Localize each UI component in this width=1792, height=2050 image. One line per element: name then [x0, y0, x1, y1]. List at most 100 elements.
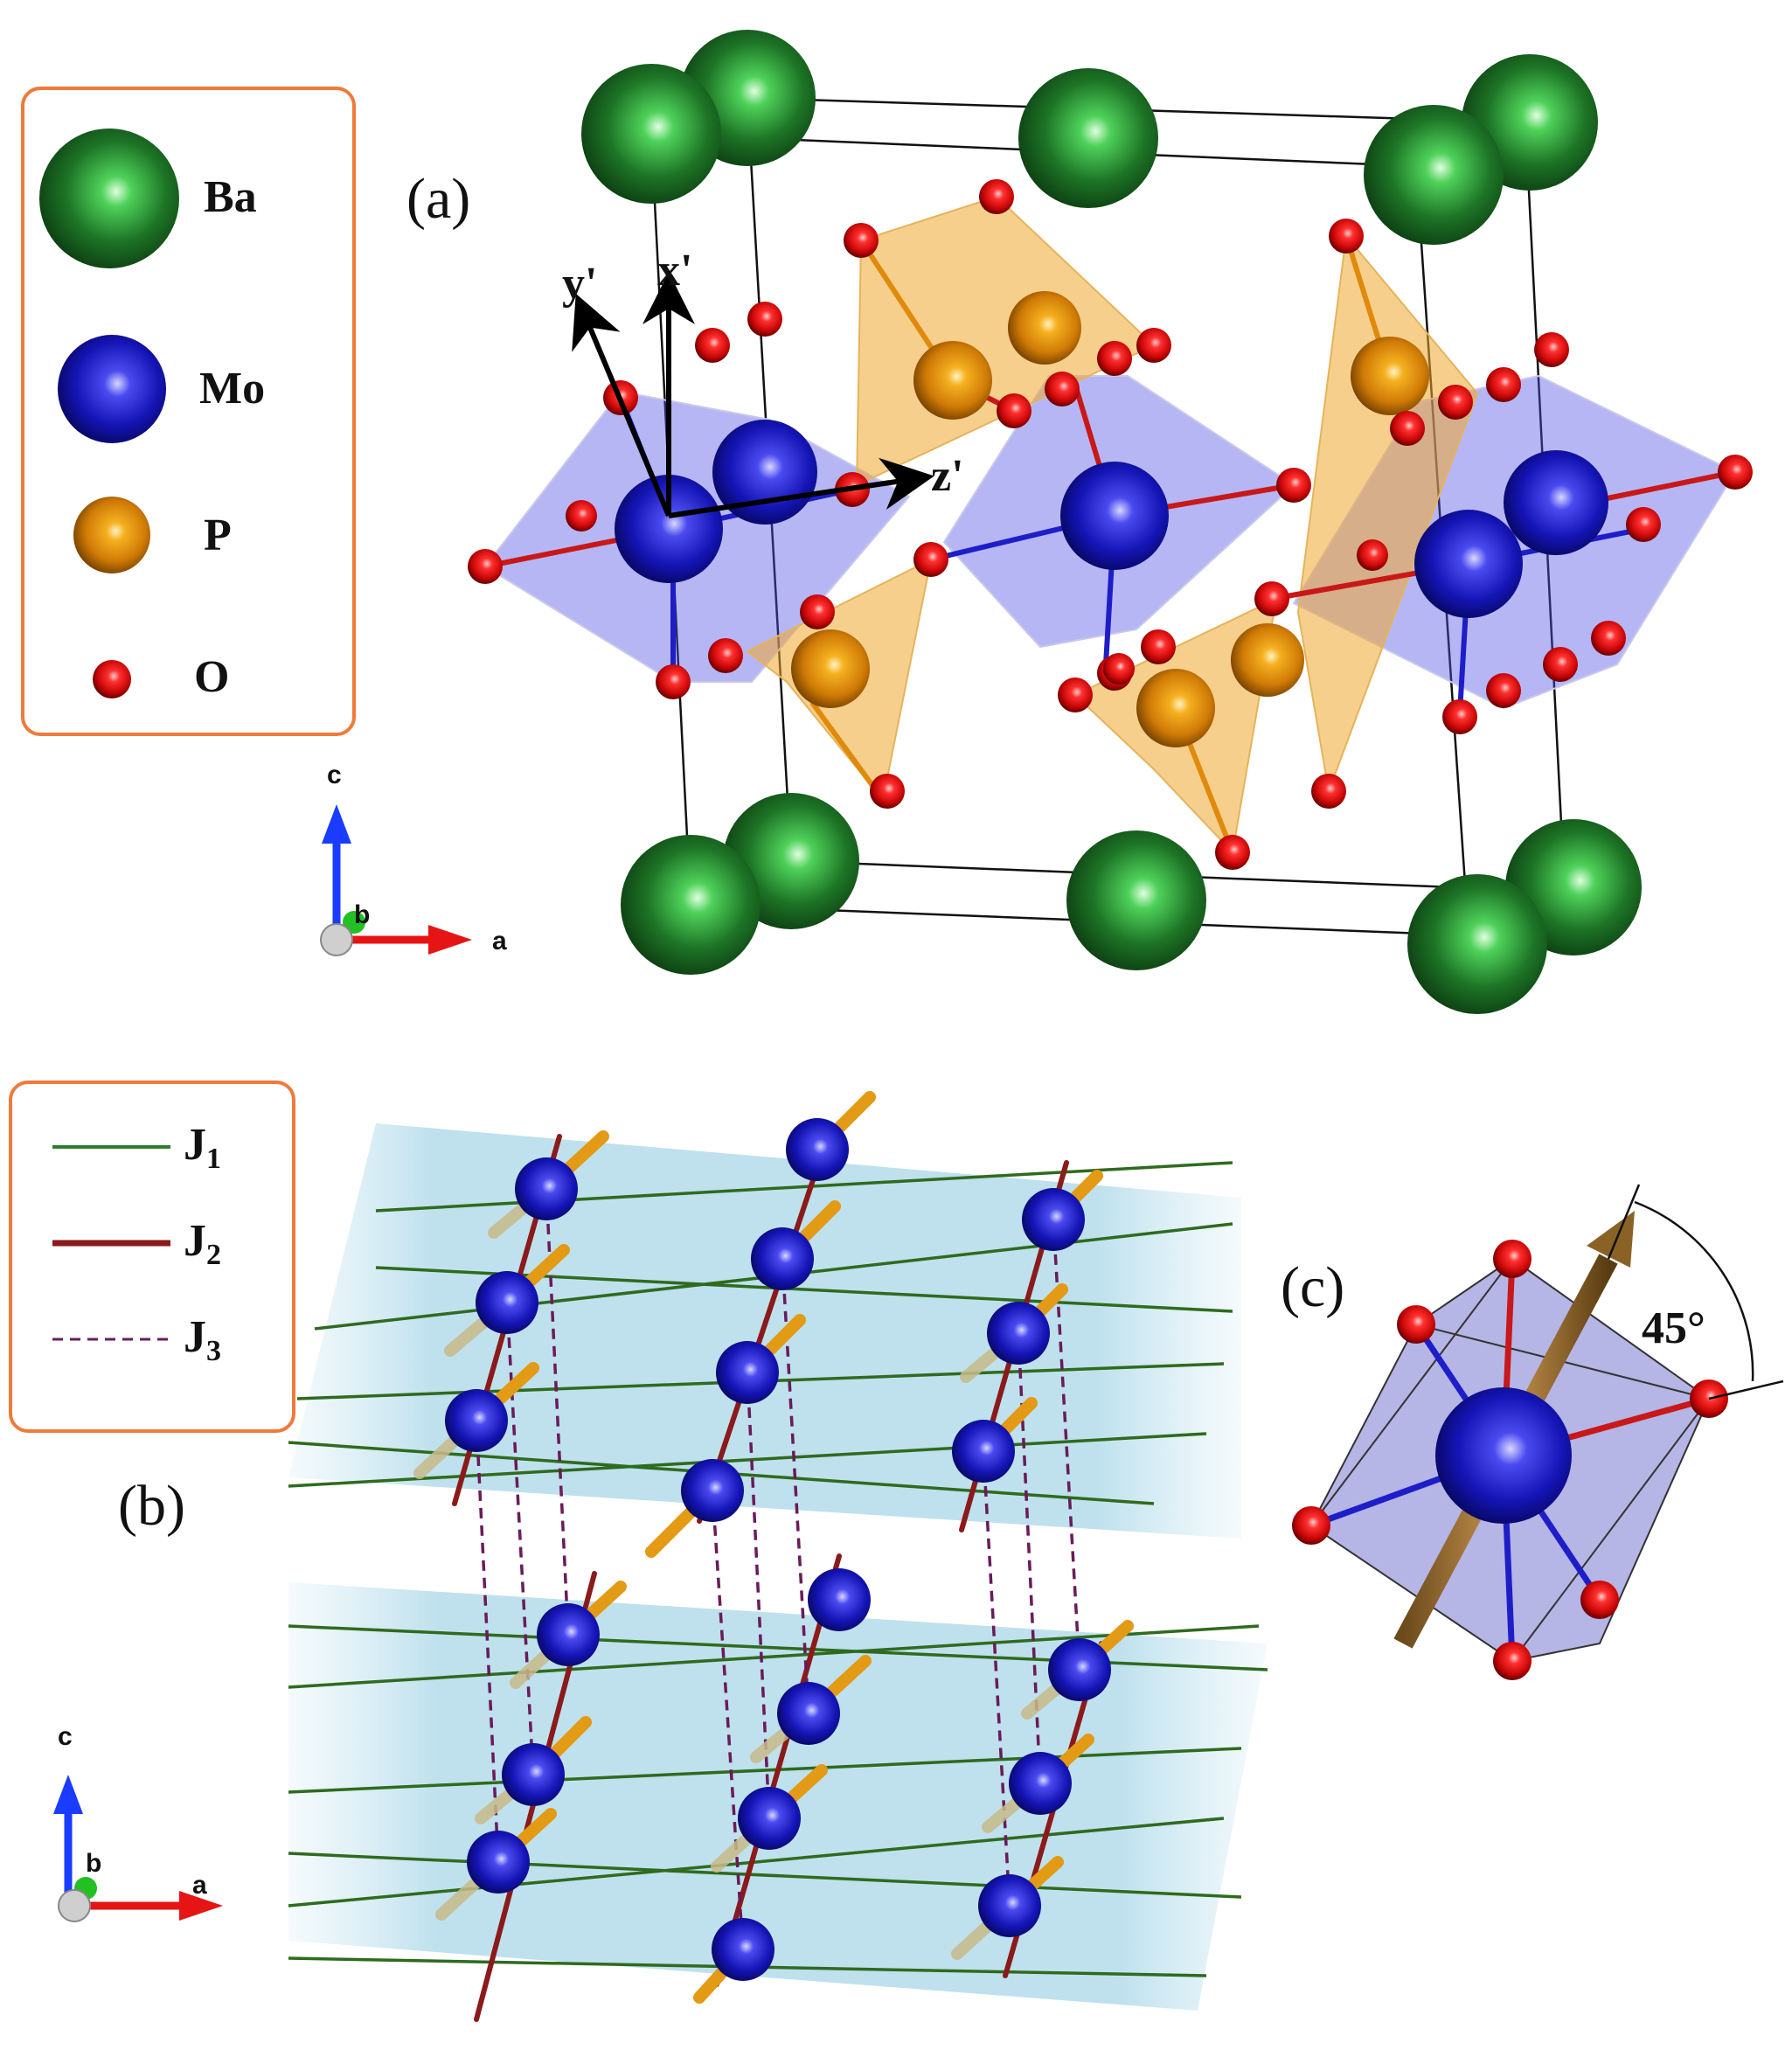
o-atom: [1591, 621, 1626, 656]
panel-c: [1292, 1184, 1784, 1680]
p-atom: [1008, 291, 1081, 365]
o-atom: [1442, 699, 1477, 734]
mo-atom: [952, 1420, 1015, 1483]
ba-atom: [1066, 830, 1206, 970]
mo-atom: [445, 1389, 508, 1452]
o-atom: [1215, 835, 1250, 870]
o-atom: [1486, 367, 1521, 402]
axis-label-c-b: c: [58, 1722, 73, 1751]
o-atoms-c: [1292, 1240, 1728, 1680]
o-atom: [997, 393, 1031, 428]
p-atom: [1231, 623, 1304, 697]
o-atom: [1136, 328, 1171, 363]
panel-a: [320, 30, 1753, 1014]
p-atom: [913, 341, 992, 420]
p-legend-atom: [73, 497, 150, 573]
o-atom: [1141, 629, 1176, 664]
legend-label-j2: J2: [184, 1216, 221, 1271]
atom-legend-samples: [39, 129, 179, 698]
local-axes: [572, 272, 934, 518]
legend-label-j3: J3: [184, 1312, 221, 1367]
mo-atom: [615, 475, 723, 583]
o-atom: [1626, 507, 1661, 542]
ba-atom: [1364, 105, 1504, 245]
o-atom: [1543, 647, 1578, 682]
panel-label-a: (a): [406, 167, 471, 231]
ba-legend-atom: [39, 129, 179, 268]
o-atom: [1329, 219, 1364, 254]
o-atom: [1534, 332, 1569, 367]
legend-label-o: O: [194, 652, 230, 702]
panel-label-b: (b): [118, 1474, 185, 1538]
mo-atom: [738, 1787, 801, 1850]
o-atom: [1357, 539, 1388, 571]
axis-label-b-a: b: [354, 900, 371, 929]
legend-label-mo: Mo: [199, 364, 266, 413]
ba-atom: [581, 64, 721, 204]
mo-atom: [1414, 510, 1523, 618]
ba-atom: [1018, 68, 1158, 208]
legend-label-j1: J1: [184, 1120, 221, 1175]
o-atom: [1397, 1305, 1435, 1344]
local-axis-label-z: z': [931, 451, 964, 501]
p-atom: [1136, 669, 1215, 747]
mo-atom: [978, 1874, 1041, 1937]
o-atom: [747, 302, 782, 337]
axis-label-b-b: b: [86, 1849, 102, 1878]
o-atom: [566, 500, 597, 532]
o-atom: [979, 179, 1014, 214]
o-atom: [695, 328, 730, 363]
mo-atom: [751, 1227, 814, 1290]
o-atom: [844, 223, 879, 258]
o-atom: [1097, 341, 1132, 376]
o-atom: [870, 774, 905, 809]
o-atom: [1580, 1581, 1619, 1619]
ba-atom: [1407, 874, 1547, 1014]
o-legend-atom: [93, 660, 131, 698]
mo-atom: [1504, 450, 1608, 555]
o-atom: [656, 664, 691, 699]
o-atom: [1718, 455, 1753, 490]
o-atom: [1311, 774, 1346, 809]
mo-atom: [786, 1118, 849, 1181]
ba-atom: [621, 835, 761, 975]
mo-atom: [712, 1918, 774, 1981]
mo-atom: [515, 1157, 578, 1220]
local-axis-label-y: y': [562, 259, 598, 309]
o-atom: [1493, 1240, 1532, 1278]
mo-atoms: [615, 420, 1608, 618]
mo-atom: [777, 1682, 840, 1745]
legend-label-p: P: [204, 511, 232, 560]
mo-atom: [1435, 1387, 1572, 1524]
legend-label-ba: Ba: [204, 172, 257, 222]
o-atom: [913, 542, 948, 577]
o-atom: [1292, 1506, 1330, 1545]
o-atom: [1390, 411, 1425, 446]
o-atom: [1058, 678, 1093, 712]
o-atom: [708, 638, 743, 673]
o-atom: [1103, 653, 1135, 684]
mo-atom: [1009, 1752, 1072, 1815]
mo-atom: [808, 1568, 871, 1631]
mo-atom: [476, 1271, 538, 1334]
angle-label: 45°: [1642, 1303, 1705, 1353]
p-atom: [791, 629, 870, 708]
o-atom: [468, 549, 503, 584]
axes-indicator-a: [320, 804, 472, 956]
axis-label-a-a: a: [492, 927, 507, 956]
mo-atom: [987, 1302, 1050, 1365]
mo-atom: [537, 1603, 600, 1666]
panel-b: [52, 1091, 1268, 2022]
mo-atom: [1060, 462, 1169, 570]
mo-atom: [1022, 1188, 1085, 1251]
p-atoms: [791, 291, 1429, 747]
p-atom: [1351, 337, 1429, 415]
axis-label-c-a: c: [327, 761, 342, 789]
ba-atoms: [581, 30, 1642, 1014]
mo-atom: [502, 1743, 565, 1806]
o-atom: [1493, 1642, 1532, 1680]
axis-label-a-b: a: [192, 1871, 207, 1900]
coupling-legend: [9, 1081, 295, 1433]
mo-atom: [681, 1459, 744, 1522]
